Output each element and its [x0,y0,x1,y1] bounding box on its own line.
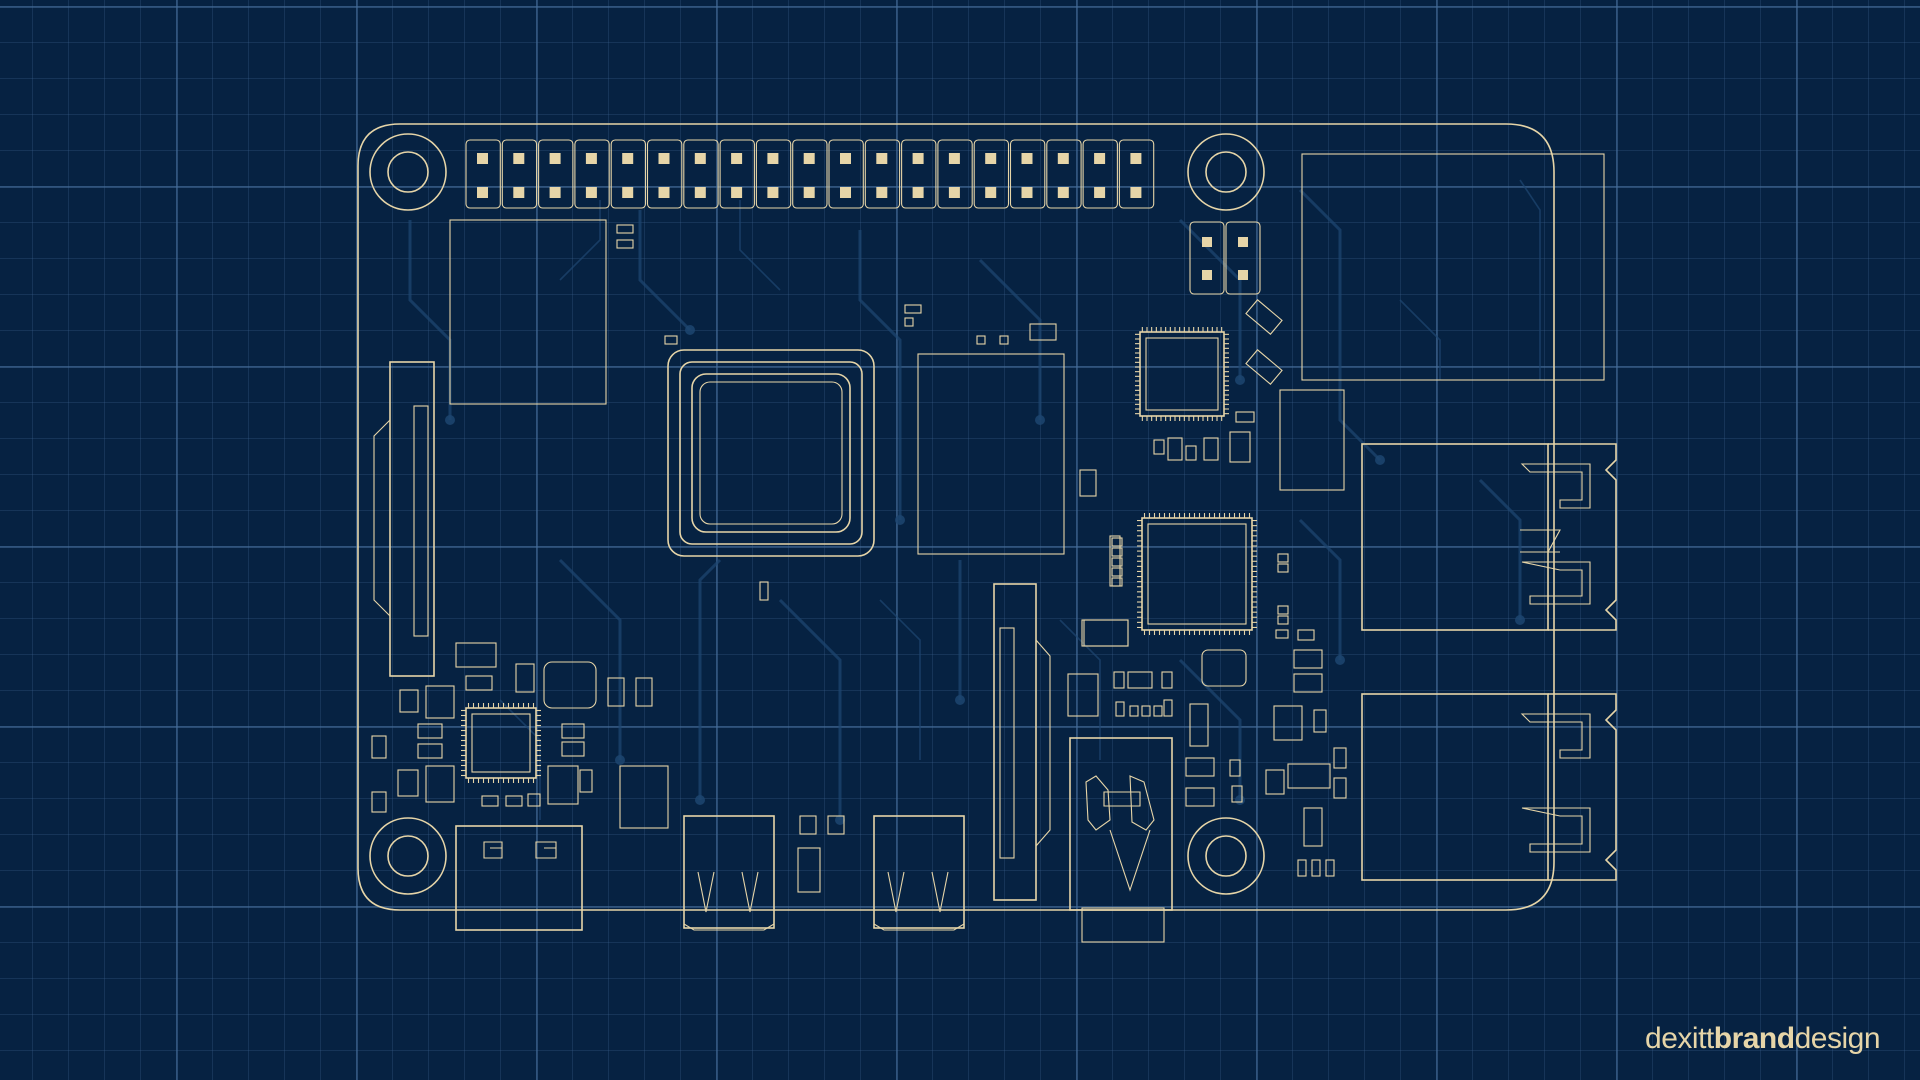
gpio-pin [549,187,561,198]
gpio-header [465,139,1155,209]
gpio-pin [876,187,888,198]
usb-port-2 [1361,693,1617,881]
gpio-pin [477,153,488,164]
gpio-pin-pair [719,139,755,209]
resistor-array [1111,537,1123,587]
gpio-pin-pair [828,139,864,209]
usb-port-1 [1361,443,1617,631]
gpio-pin [985,187,997,198]
micro-hdmi-port-1 [683,815,775,931]
gpio-pin [622,153,634,164]
usb-controller-chip [1135,327,1229,421]
gpio-pin [767,187,779,198]
gpio-pin-pair [937,139,973,209]
gpio-pin [803,153,815,164]
gpio-pin [1057,153,1069,164]
gpio-pin [803,187,815,198]
brand-text-3: design [1794,1022,1881,1055]
gpio-pin [840,153,851,164]
gpio-pin [658,187,670,198]
brand-text-2: brand [1713,1022,1795,1055]
gpio-pin-pair [683,139,719,209]
gpio-pin-pair [1046,139,1082,209]
soc-chip [667,349,875,557]
gpio-pin-pair [538,139,574,209]
usb-c-power-port [455,825,583,931]
gpio-pin [1094,153,1106,164]
gpio-pin-pair [465,139,501,209]
gpio-pin [585,187,597,198]
gpio-pin [513,187,525,198]
gpio-pin [477,187,488,198]
brand-logo: dexittbranddesign [1645,1022,1880,1056]
passive-components-center [1067,535,1347,877]
gpio-pin [840,187,851,198]
gpio-pin [731,187,743,198]
gpio-pin [585,153,597,164]
gpio-pin [694,153,706,164]
gpio-pin [876,153,888,164]
ethernet-controller-chip [1137,513,1257,635]
gpio-pin [1130,187,1142,198]
gpio-pin-pair [901,139,937,209]
gpio-pin [985,153,997,164]
mounting-holes [369,133,1265,895]
gpio-pin [1094,187,1106,198]
gpio-pin [694,187,706,198]
micro-hdmi-port-2 [873,815,965,931]
gpio-pin-pair [610,139,647,209]
gpio-pin-pair [1118,139,1155,209]
gpio-pin-pair [864,139,901,209]
passive-components-left [371,642,669,829]
power-chip [461,703,541,783]
gpio-pin [622,187,634,198]
gpio-pin-pair [501,139,538,209]
gpio-pin [948,153,960,164]
brand-text-1: dexitt [1645,1022,1714,1055]
gpio-pin-pair [755,139,792,209]
gpio-pin [658,153,670,164]
gpio-pin [912,187,924,198]
gpio-pin [767,153,779,164]
poe-header [1189,221,1261,295]
gpio-pin-pair [646,139,683,209]
gpio-pin-pair [1082,139,1118,209]
gpio-pin-pair [1009,139,1046,209]
usb-top-block [1301,153,1605,381]
gpio-pin [513,153,525,164]
display-connector [373,361,435,677]
pcb-traces [408,179,1541,825]
wireless-module [449,219,607,405]
ram-chip [917,353,1065,555]
gpio-pin-pair [792,139,828,209]
gpio-pin-pair [973,139,1010,209]
gpio-pin [1021,187,1033,198]
audio-jack [1069,737,1173,943]
camera-connector [993,583,1051,901]
gpio-pin [912,153,924,164]
gpio-pin [1057,187,1069,198]
gpio-pin [549,153,561,164]
gpio-pin-pair [574,139,610,209]
gpio-pin [731,153,743,164]
board-outline [357,123,1555,911]
gpio-pin [1130,153,1142,164]
gpio-pin [948,187,960,198]
gpio-pin [1021,153,1033,164]
